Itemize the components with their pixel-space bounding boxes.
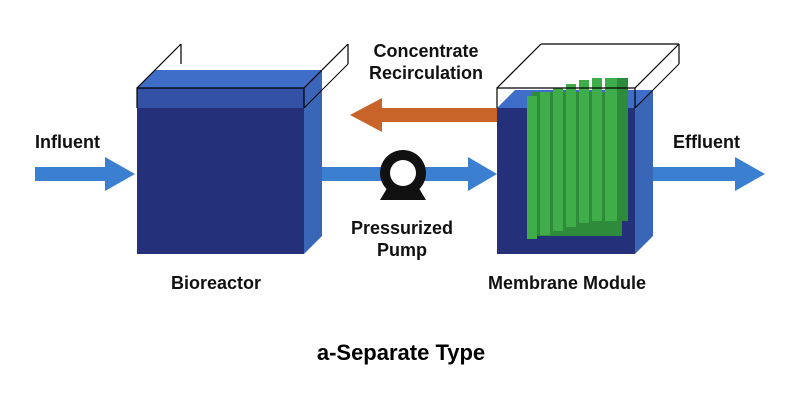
membrane-plates-icon (527, 78, 628, 239)
concentrate-label-line2: Recirculation (369, 63, 483, 83)
influent-arrow (35, 157, 135, 191)
influent-label: Influent (35, 132, 100, 152)
diagram-caption: a-Separate Type (317, 340, 485, 365)
recirculation-arrow (350, 98, 498, 132)
effluent-label: Effluent (673, 132, 740, 152)
concentrate-label-line1: Concentrate (373, 41, 478, 61)
effluent-arrow (653, 157, 765, 191)
pump-icon (380, 150, 426, 200)
membrane-module-outline (496, 43, 680, 109)
bioreactor-label: Bioreactor (171, 273, 261, 293)
bioreactor-tank (136, 43, 349, 254)
membrane-module-label: Membrane Module (488, 273, 646, 293)
pump-label-line2: Pump (377, 240, 427, 260)
pump-label-line1: Pressurized (351, 218, 453, 238)
